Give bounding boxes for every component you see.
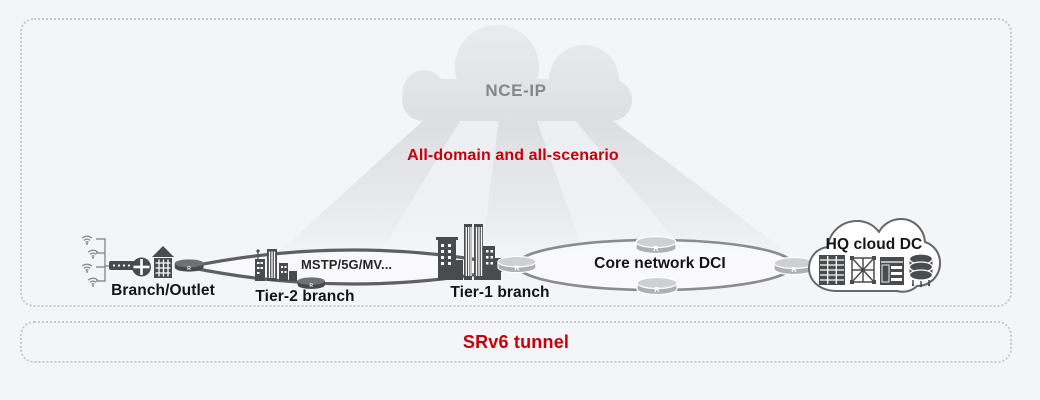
tier1-branch-label: Tier-1 branch bbox=[450, 284, 550, 301]
server-list-icon bbox=[880, 257, 904, 285]
core-network-label: Core network DCI bbox=[594, 255, 726, 272]
server-rack-icon bbox=[819, 255, 845, 285]
controller-beams bbox=[278, 118, 788, 253]
core-router-bottom-icon: R bbox=[636, 276, 678, 296]
controller-cloud-icon bbox=[402, 25, 632, 121]
branch-router-icon: R bbox=[174, 259, 204, 272]
core-router-top-icon: R bbox=[635, 235, 677, 255]
svg-text:R: R bbox=[187, 266, 191, 272]
controller-label: NCE-IP bbox=[485, 81, 547, 100]
access-device-icon bbox=[109, 261, 135, 270]
database-icon bbox=[908, 253, 934, 288]
city-buildings-icon bbox=[255, 249, 297, 281]
wifi-icon bbox=[81, 235, 93, 246]
wifi-icon bbox=[81, 263, 93, 274]
access-link-label: MSTP/5G/MV... bbox=[301, 257, 393, 272]
branch-label: Branch/Outlet bbox=[111, 282, 215, 299]
tier2-router-icon: R bbox=[297, 277, 325, 289]
tier2-branch-label: Tier-2 branch bbox=[255, 288, 355, 305]
srv6-tunnel-bar: SRv6 tunnel bbox=[20, 321, 1012, 363]
svg-text:R: R bbox=[653, 244, 659, 253]
wifi-icon bbox=[87, 277, 99, 288]
wifi-icon bbox=[87, 249, 99, 260]
hq-dc-label: HQ cloud DC bbox=[825, 236, 923, 253]
wifi-bracket bbox=[96, 238, 109, 282]
srv6-tunnel-label: SRv6 tunnel bbox=[462, 331, 570, 352]
tier1-router-icon: R bbox=[497, 255, 537, 274]
svg-text:R: R bbox=[791, 265, 797, 274]
hub-icon bbox=[132, 257, 151, 277]
svg-text:R: R bbox=[654, 285, 660, 294]
svg-text:R: R bbox=[514, 264, 519, 272]
beam-caption: All-domain and all-scenario bbox=[407, 147, 619, 164]
mesh-network-icon bbox=[850, 256, 876, 284]
solution-boundary bbox=[20, 18, 1012, 307]
skyline-icon bbox=[436, 224, 501, 280]
svg-text:R: R bbox=[309, 283, 313, 289]
building-icon bbox=[152, 246, 174, 278]
core-router-right-icon: R bbox=[773, 256, 815, 276]
